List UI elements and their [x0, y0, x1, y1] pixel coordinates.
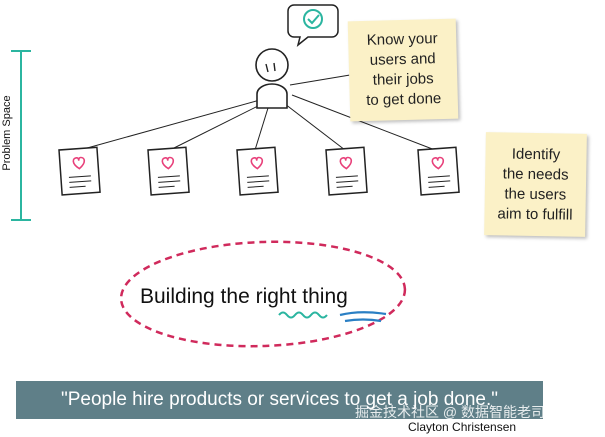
- note-line: Identify: [511, 145, 561, 163]
- problem-space-label: Problem Space: [1, 95, 13, 171]
- note-line: the needs: [502, 164, 569, 184]
- dashed-oval: [119, 240, 407, 348]
- document-icon: [325, 146, 368, 196]
- tagline-prefix: Building the: [140, 285, 256, 308]
- quote-author: Clayton Christensen: [408, 420, 517, 434]
- note-line: users and: [369, 50, 436, 69]
- problem-space-bracket: [11, 50, 31, 221]
- document-icon: [147, 146, 190, 196]
- speech-bubble: [287, 4, 339, 47]
- quote-bar: "People hire products or services to get…: [16, 381, 543, 419]
- note-line: their jobs: [372, 70, 434, 89]
- tagline: Building the right thing: [140, 285, 348, 309]
- sticky-note-users: Know your users and their jobs to get do…: [347, 18, 459, 122]
- connector-lines: [79, 74, 436, 151]
- note-line: Know your: [366, 30, 438, 49]
- tagline-emphasis: right thing: [255, 285, 348, 308]
- note-line: aim to fulfill: [497, 204, 573, 224]
- check-icon: [307, 14, 320, 25]
- sticky-note-needs: Identify the needs the users aim to fulf…: [484, 132, 587, 237]
- user-figure-icon: [255, 48, 289, 109]
- watermark: 掘金技术社区 @ 数据智能老司机: [355, 404, 559, 420]
- blue-underline: [339, 311, 387, 323]
- note-line: to get done: [366, 90, 442, 109]
- document-icon: [417, 146, 460, 196]
- squiggle-underline: [278, 311, 328, 319]
- note-line: the users: [504, 184, 567, 204]
- document-icon: [58, 146, 101, 196]
- document-icon: [236, 146, 279, 196]
- check-circle-icon: [303, 9, 323, 29]
- document-icons: [58, 146, 460, 196]
